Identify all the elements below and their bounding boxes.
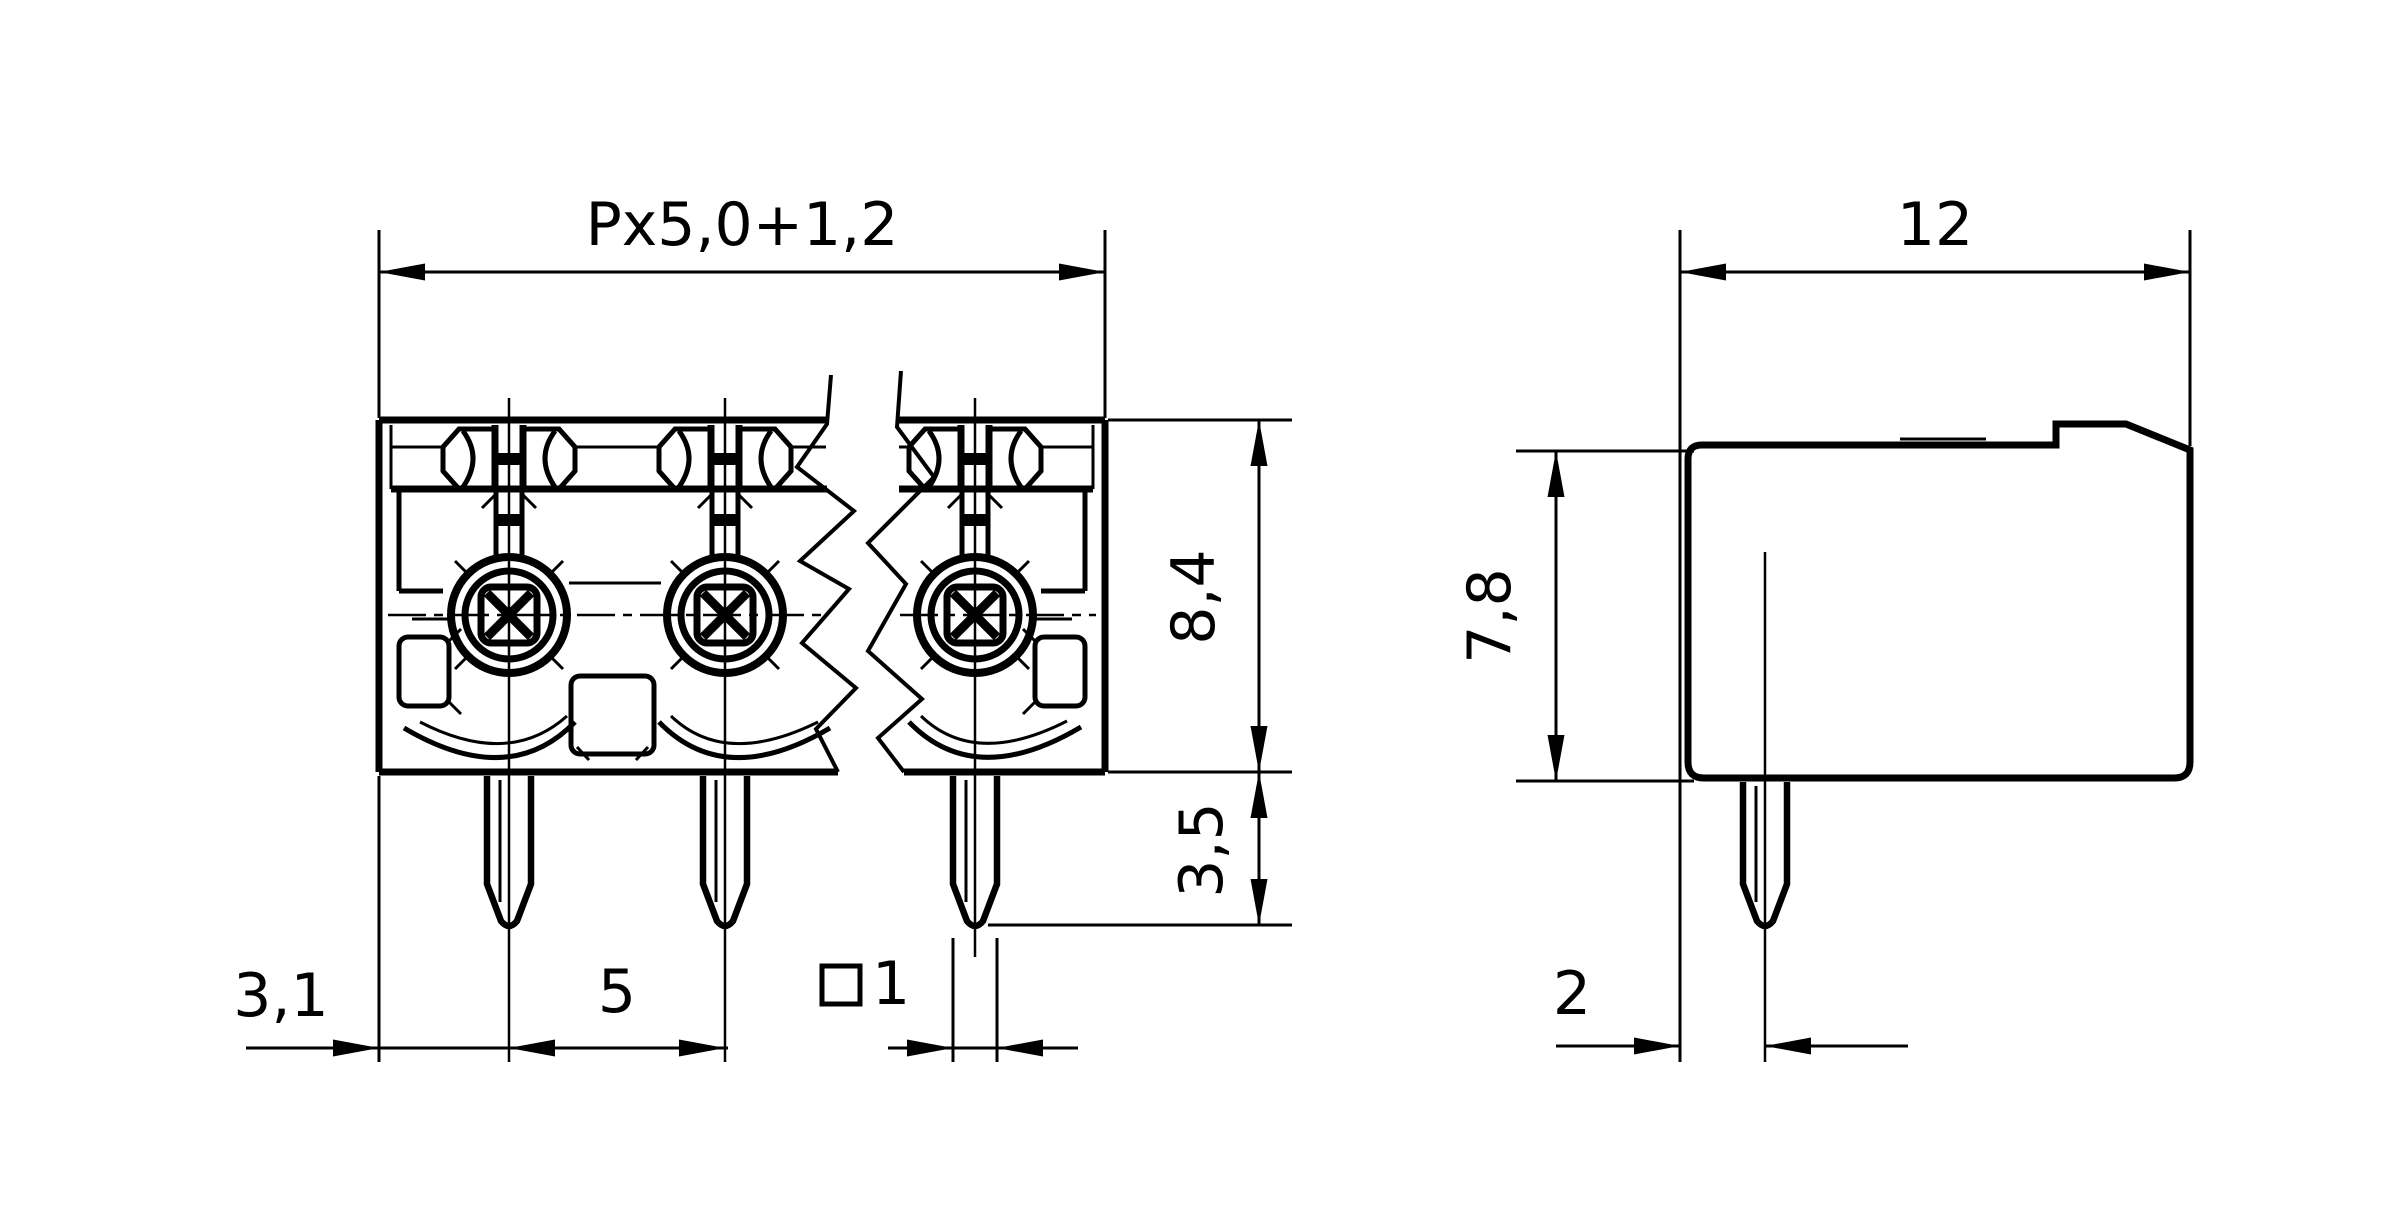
dimension-width-front: Px5,0+1,2 <box>377 190 1107 418</box>
break-lines <box>794 370 937 774</box>
front-body-outline <box>375 416 1109 776</box>
recess-walls <box>396 489 1088 621</box>
front-view <box>375 370 1109 1062</box>
vent-openings <box>396 627 1088 762</box>
dim-label-width-front: Px5,0+1,2 <box>586 190 899 260</box>
dimension-depth-side: 12 <box>1680 190 2192 446</box>
dimension-pin-square: 1 <box>819 938 1078 1062</box>
side-view <box>1678 230 2194 1062</box>
dimension-body-height-front: 8,4 <box>1108 418 1292 774</box>
dim-label-body-height-front: 8,4 <box>1159 549 1229 644</box>
dim-label-pin-square: 1 <box>872 949 910 1019</box>
square-symbol <box>819 963 863 1007</box>
funnel-arcs <box>402 714 1083 761</box>
dim-label-pin-offset: 2 <box>1553 959 1591 1029</box>
pin-centerlines-front <box>507 398 977 1062</box>
dimension-pin-offset-side: 2 <box>1553 959 1908 1055</box>
dimension-body-height-side: 7,8 <box>1455 449 1694 783</box>
dim-label-body-height-side: 7,8 <box>1455 568 1525 663</box>
dim-label-pitch: 5 <box>598 957 636 1027</box>
dimension-edge-and-pitch: 3,1 5 <box>233 776 728 1062</box>
dim-label-edge-to-pin: 3,1 <box>233 961 328 1031</box>
dim-label-pin-length: 3,5 <box>1167 802 1237 897</box>
dimension-pin-length-front: 3,5 <box>988 772 1292 927</box>
solder-pins-front <box>483 776 1001 930</box>
screw-clamp-1 <box>440 425 578 677</box>
side-body-outline <box>1684 420 2194 782</box>
dim-label-depth: 12 <box>1897 190 1973 260</box>
